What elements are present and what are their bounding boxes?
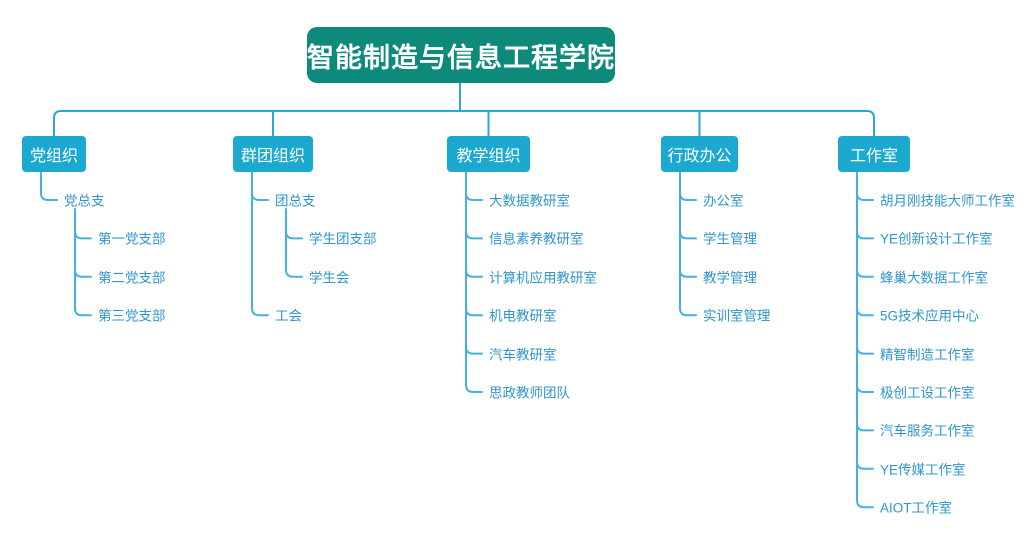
connector-line bbox=[679, 230, 697, 240]
connector-line bbox=[465, 268, 483, 278]
org-node-label: AIOT工作室 bbox=[880, 500, 953, 516]
org-node-label: 实训室管理 bbox=[703, 308, 771, 324]
org-node-label: 极创工设工作室 bbox=[880, 385, 975, 401]
org-node-label: 思政教师团队 bbox=[489, 385, 570, 401]
connector-line bbox=[285, 208, 303, 278]
connector-line bbox=[856, 268, 874, 278]
connector-line bbox=[856, 384, 874, 393]
connector-line bbox=[74, 268, 92, 278]
org-node-label: 工会 bbox=[275, 308, 302, 324]
connector-line bbox=[74, 230, 92, 240]
connector-line bbox=[679, 171, 697, 317]
org-node-label: 办公室 bbox=[703, 193, 744, 209]
connector-line bbox=[465, 192, 483, 201]
org-node-label: 胡月刚技能大师工作室 bbox=[880, 193, 1015, 209]
org-node-label: 蜂巢大数据工作室 bbox=[880, 270, 988, 286]
org-node-label: 信息素养教研室 bbox=[489, 231, 584, 247]
org-node-label: 第三党支部 bbox=[98, 308, 166, 324]
org-node-label: 汽车教研室 bbox=[489, 347, 557, 363]
org-node-label: 精智制造工作室 bbox=[880, 347, 975, 363]
connector-line bbox=[285, 230, 303, 240]
connector-line bbox=[856, 230, 874, 240]
org-node-label: 大数据教研室 bbox=[489, 193, 570, 209]
connector-line bbox=[856, 307, 874, 317]
branch-node: 教学组织 bbox=[447, 136, 530, 172]
connector-line bbox=[465, 230, 483, 240]
org-node-label: 团总支 bbox=[275, 193, 316, 209]
connector-line bbox=[465, 345, 483, 355]
connector-line bbox=[856, 460, 874, 470]
branch-node: 行政办公 bbox=[661, 136, 738, 172]
org-node-label: 学生团支部 bbox=[309, 231, 377, 247]
org-node-label: 学生会 bbox=[309, 270, 350, 286]
connector-line bbox=[856, 345, 874, 355]
root-node: 智能制造与信息工程学院 bbox=[307, 27, 615, 83]
connector-line bbox=[856, 422, 874, 432]
branch-node: 群团组织 bbox=[233, 136, 313, 172]
org-node-label: 第二党支部 bbox=[98, 270, 166, 286]
org-node-label: 计算机应用教研室 bbox=[489, 270, 597, 286]
org-node-label: YE创新设计工作室 bbox=[880, 231, 993, 247]
org-node-label: 党总支 bbox=[64, 193, 105, 209]
org-node-label: YE传媒工作室 bbox=[880, 462, 966, 478]
org-node-label: 5G技术应用中心 bbox=[880, 308, 980, 324]
connector-line bbox=[679, 268, 697, 278]
branch-node: 工作室 bbox=[838, 136, 910, 172]
connector-line bbox=[40, 171, 58, 201]
connector-line bbox=[856, 171, 874, 509]
org-node-label: 教学管理 bbox=[703, 270, 757, 286]
connector-line bbox=[465, 307, 483, 317]
connector-line bbox=[856, 192, 874, 201]
org-node-label: 学生管理 bbox=[703, 231, 757, 247]
org-node-label: 第一党支部 bbox=[98, 231, 166, 247]
branch-node: 党组织 bbox=[22, 136, 86, 172]
connector-line bbox=[251, 192, 269, 201]
connector-line bbox=[465, 171, 483, 393]
org-node-label: 汽车服务工作室 bbox=[880, 423, 975, 439]
connector-line bbox=[679, 192, 697, 201]
connector-line bbox=[251, 171, 269, 317]
org-node-label: 机电教研室 bbox=[489, 308, 557, 324]
connector-line bbox=[74, 208, 92, 317]
connector-line bbox=[53, 110, 875, 137]
